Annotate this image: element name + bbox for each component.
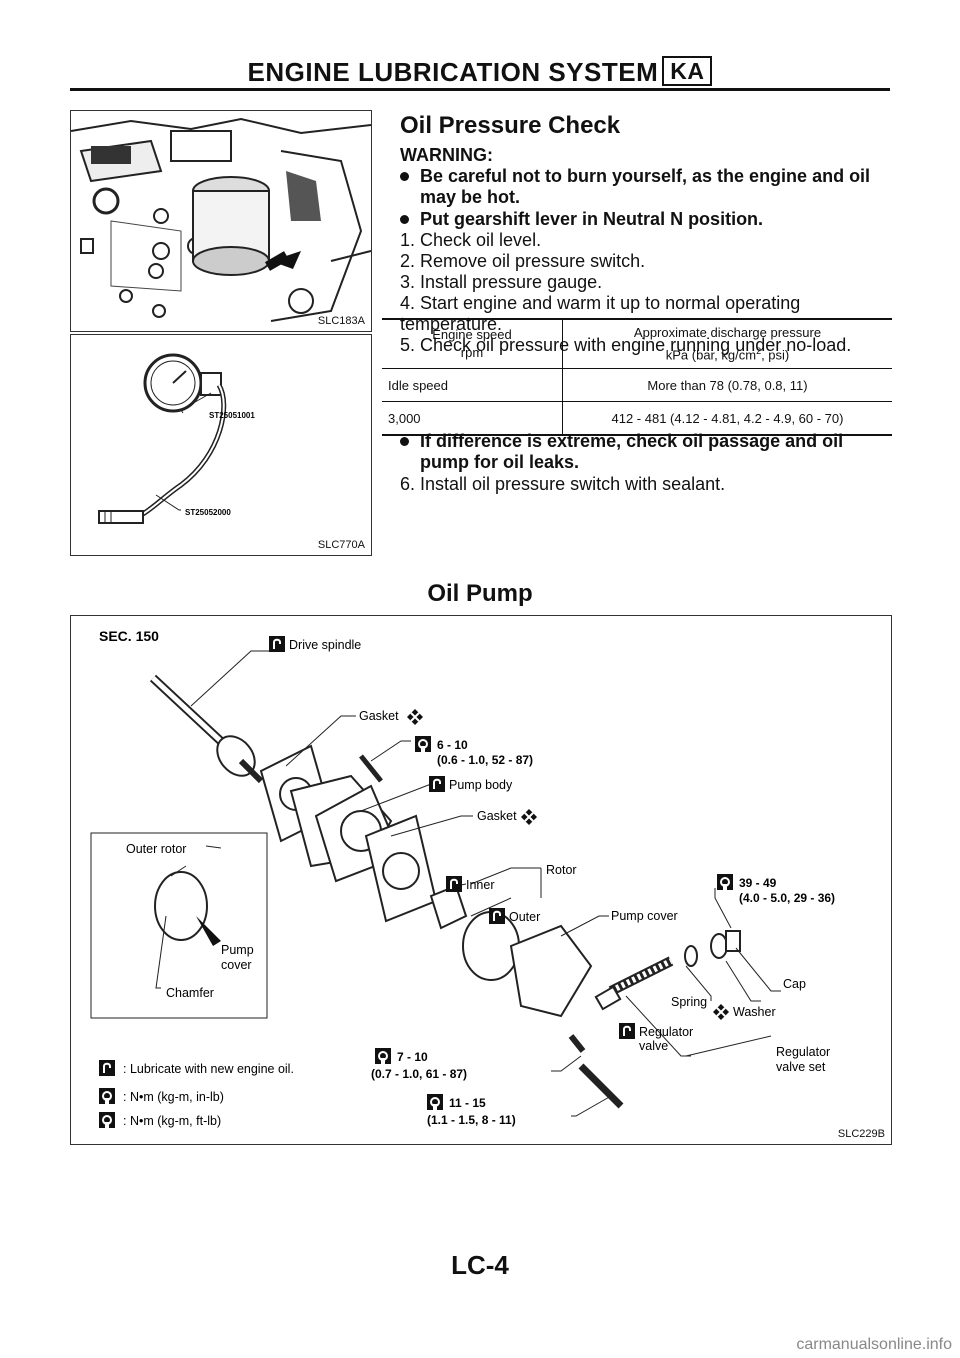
label-pump-cover-inset: Pump [221, 943, 254, 957]
engine-speed-cell: 3,000 [382, 401, 563, 437]
label-rotor: Rotor [546, 863, 577, 877]
tool-code-hose: ST25052000 [185, 508, 231, 517]
bullet-icon [400, 437, 409, 446]
bullet-text: Put gearshift lever in Neutral N positio… [420, 209, 764, 229]
label-regulator-valve-set: Regulator [776, 1045, 830, 1059]
table-row: Idle speed More than 78 (0.78, 0.8, 11) [382, 368, 892, 403]
table-header-row: Engine speed rpm Approximate discharge p… [382, 318, 892, 370]
model-badge: KA [662, 56, 713, 86]
label-chamfer: Chamfer [166, 986, 214, 1000]
warning-bullet: Put gearshift lever in Neutral N positio… [400, 209, 892, 230]
header-unit: kPa (bar, kg/cm [665, 347, 757, 363]
figure-code: SLC183A [317, 315, 365, 327]
label-drive-spindle: Drive spindle [289, 638, 361, 652]
procedure-step: 3. Install pressure gauge. [400, 272, 603, 292]
table-header-speed: Engine speed rpm [382, 318, 563, 370]
watermark: carmanualsonline.info [796, 1336, 952, 1353]
torque-value: 11 - 15 [449, 1096, 486, 1110]
header-rule [70, 88, 890, 91]
legend-lubricate: : Lubricate with new engine oil. [123, 1062, 294, 1076]
warning-bullet: Be careful not to burn yourself, as the … [400, 166, 892, 208]
torque-value: 39 - 49 [739, 876, 777, 890]
oil-pump-illustration: SEC. 150 Drive spindle Gasket 6 - 10 (0.… [90, 628, 835, 1129]
header-text: Approximate discharge pressure [633, 325, 822, 340]
engine-speed-cell: Idle speed [382, 368, 563, 403]
figure-code: SLC770A [317, 539, 365, 551]
torque-value-units: (4.0 - 5.0, 29 - 36) [739, 891, 835, 905]
legend-torque-ftlb: : N•m (kg-m, ft-lb) [123, 1114, 221, 1128]
torque-value: 7 - 10 [397, 1050, 428, 1064]
procedure-step: 2. Remove oil pressure switch. [400, 251, 646, 271]
engine-oil-filter-figure: SLC183A [70, 110, 372, 332]
oil-pressure-spec-table: Engine speed rpm Approximate discharge p… [382, 318, 892, 437]
pressure-cell: More than 78 (0.78, 0.8, 11) [562, 368, 892, 403]
label-outer-rotor: Outer rotor [126, 842, 186, 856]
bullet-text: Be careful not to burn yourself, as the … [420, 166, 871, 207]
label-washer: Washer [733, 1005, 776, 1019]
label-pump-body: Pump body [449, 778, 513, 792]
label-gasket: Gasket [359, 709, 399, 723]
bullet-icon [400, 172, 409, 181]
header-unit: rpm [460, 345, 484, 361]
warning-label: WARNING: [400, 145, 493, 165]
oil-pressure-title: Oil Pressure Check [400, 112, 621, 139]
oil-pump-title: Oil Pump [427, 580, 533, 607]
torque-value: 6 - 10 [437, 738, 468, 752]
page-number: LC-4 [451, 1250, 509, 1280]
tool-code-gauge: ST25051001 [209, 411, 255, 420]
label-spring: Spring [671, 995, 707, 1009]
header-title: ENGINE LUBRICATION SYSTEM [247, 57, 659, 87]
legend-torque-inlb: : N•m (kg-m, in-lb) [123, 1090, 224, 1104]
bullet-icon [400, 215, 409, 224]
pressure-gauge-figure: ST25051001 ST25052000 SLC770A [70, 334, 372, 556]
pressure-cell: 412 - 481 (4.12 - 4.81, 4.2 - 4.9, 60 - … [562, 401, 892, 437]
engine-illustration [71, 111, 371, 331]
procedure-step: 1. Check oil level. [400, 230, 542, 250]
header-unit: , psi) [761, 347, 790, 363]
header-text: Engine speed [432, 327, 512, 343]
procedure-step: 6. Install oil pressure switch with seal… [400, 474, 726, 494]
label-gasket: Gasket [477, 809, 517, 823]
bullet-text: If difference is extreme, check oil pass… [420, 431, 844, 472]
header-superscript: 2 [756, 346, 762, 356]
label-regulator-valve: Regulator [639, 1025, 693, 1039]
torque-value-units: (1.1 - 1.5, 8 - 11) [427, 1113, 516, 1127]
oil-pump-exploded-diagram: SEC. 150 Drive spindle Gasket 6 - 10 (0.… [70, 615, 892, 1145]
torque-value-units: (0.7 - 1.0, 61 - 87) [371, 1067, 467, 1081]
label-regulator-valve: valve [639, 1039, 668, 1053]
pressure-gauge-illustration: ST25051001 ST25052000 [98, 353, 255, 524]
table-header-pressure: Approximate discharge pressure kPa (bar,… [562, 318, 892, 370]
label-inner: Inner [466, 878, 495, 892]
leak-check-bullet: If difference is extreme, check oil pass… [400, 431, 892, 473]
label-regulator-valve-set: valve set [776, 1060, 826, 1074]
label-pump-cover: Pump cover [611, 909, 678, 923]
figure-code: SLC229B [837, 1128, 885, 1140]
table-row: 3,000 412 - 481 (4.12 - 4.81, 4.2 - 4.9,… [382, 401, 892, 437]
section-number: SEC. 150 [99, 628, 159, 644]
label-outer: Outer [509, 910, 540, 924]
label-cap: Cap [783, 977, 806, 991]
label-pump-cover-inset: cover [221, 958, 252, 972]
torque-value-units: (0.6 - 1.0, 52 - 87) [437, 753, 533, 767]
